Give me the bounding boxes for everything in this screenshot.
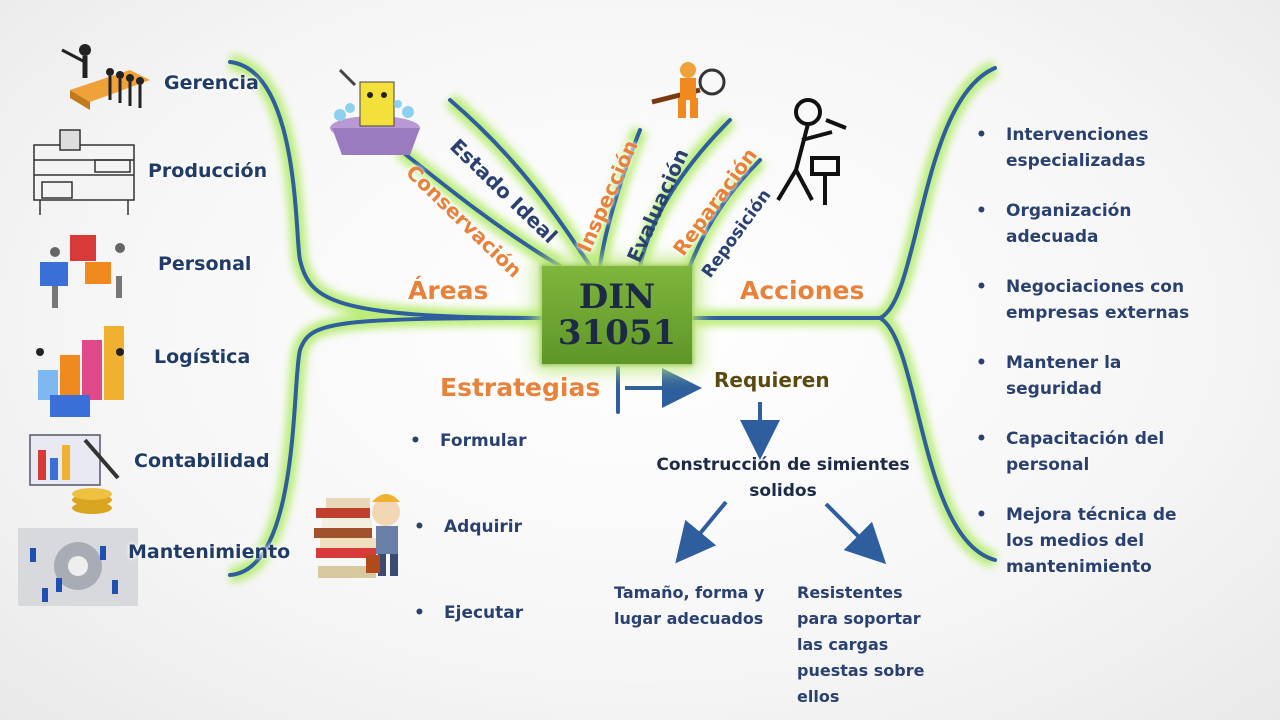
branch-reparacion [638,118,732,268]
acciones-item: Organización adecuada [976,198,1206,250]
estrategias-item-ejecutar: Ejecutar [414,600,523,626]
books-worker-icon [314,494,400,578]
requieren-label: Requieren [714,368,830,392]
magnifier-worker-icon [651,62,726,118]
puzzle-people-icon [40,235,125,308]
branch-reposicion [688,158,762,268]
estrategias-item-formular: Formular [410,428,527,454]
outcome-left: Tamaño, forma y lugar adecuados [614,583,765,628]
factory-icon [33,129,135,215]
hammer-worker-icon [776,98,847,205]
center-title-line1: DIN [578,277,656,317]
estrategias-label: Estrategias [440,373,601,402]
acciones-item: Intervenciones especializadas [976,122,1206,174]
left-bracket-bottom [228,316,547,577]
arrow-outcome-right [824,502,887,565]
left-item-logistica: Logística [154,346,251,368]
acciones-item: Mejora técnica de los medios del manteni… [976,502,1206,580]
acciones-item: Capacitación del personal [976,426,1206,478]
acciones-label: Acciones [740,276,865,305]
outcome-right: Resistentes para soportar las cargas pue… [797,583,925,706]
branch-inspeccion [598,128,642,268]
branch-conservacion [398,148,562,268]
right-bracket-bottom [878,316,997,562]
acciones-item: Mantener la seguridad [976,350,1206,402]
logistics-chart-icon [36,326,124,417]
left-item-contabilidad: Contabilidad [134,450,270,472]
estrategias-list: Formular [410,428,527,513]
construccion-text: Construcción de simientes solidos [656,455,910,501]
acciones-item: Negociaciones con empresas externas [976,274,1206,326]
left-item-personal: Personal [158,253,252,275]
left-item-gerencia: Gerencia [164,72,259,94]
estrategias-list-3: Ejecutar [414,600,523,626]
accounting-icon [29,434,120,514]
arrow-outcome-left [675,500,728,564]
cleaning-bucket-icon [330,68,420,155]
left-item-produccion: Producción [148,160,268,182]
left-bracket-top [228,60,547,320]
areas-label: Áreas [408,276,489,305]
manager-icon [61,44,150,110]
estrategias-item-adquirir: Adquirir [414,514,522,540]
estrategias-list-2: Adquirir [414,514,522,540]
left-item-mantenimiento: Mantenimiento [128,541,291,563]
center-title-line2: 31051 [557,313,677,353]
center-node: DIN 31051 [542,266,692,364]
maintenance-workers-icon [18,528,138,606]
acciones-list: Intervenciones especializadas Organizaci… [976,122,1206,580]
right-bracket-top [690,66,997,320]
branch-estado-ideal [448,98,592,268]
